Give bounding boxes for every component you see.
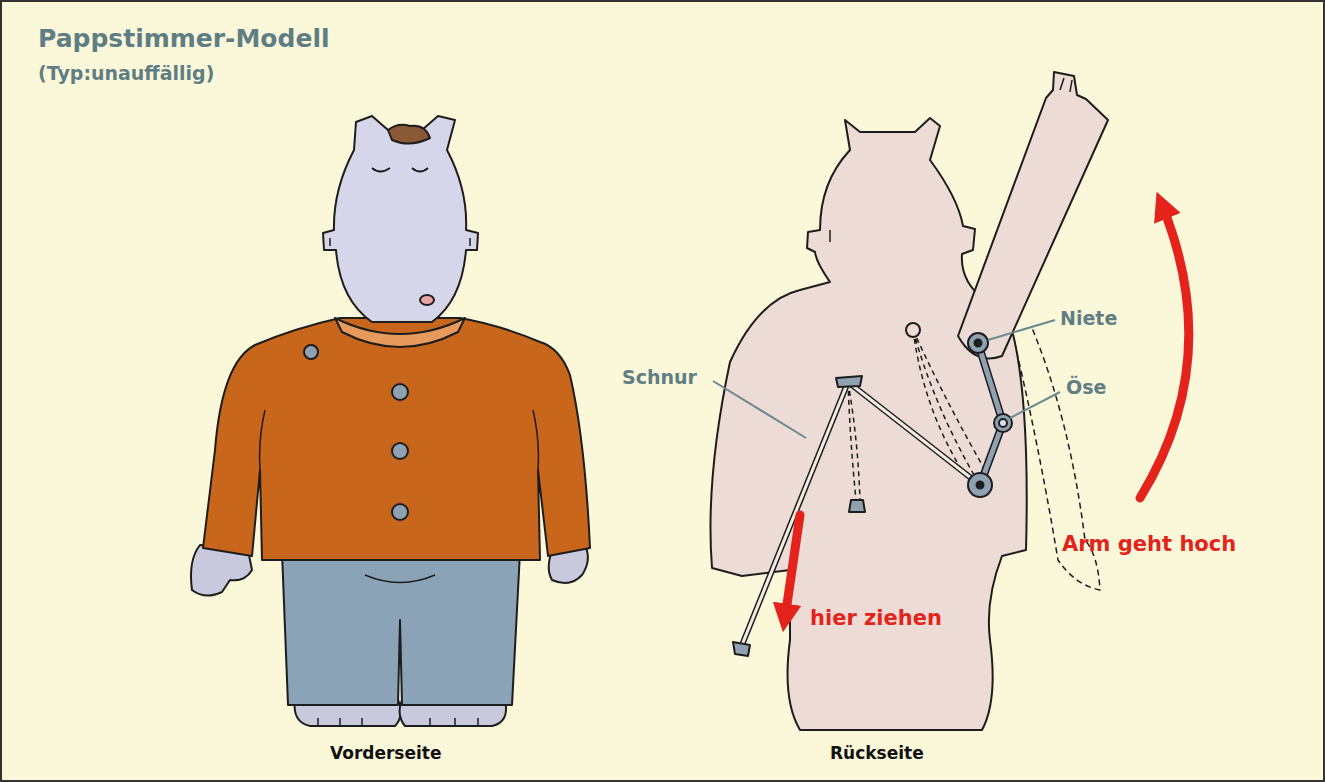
front-figure — [191, 116, 590, 726]
motion-arrows — [785, 205, 1189, 618]
view-label: Vorderseite — [330, 743, 442, 763]
title: Pappstimmer-Modell — [38, 24, 330, 53]
action-label: Arm geht hoch — [1062, 532, 1236, 556]
part-label: Öse — [1066, 376, 1106, 398]
leader-lines — [713, 320, 1060, 438]
part-label: Schnur — [622, 366, 697, 388]
part-label: Niete — [1060, 307, 1117, 329]
back-figure — [710, 72, 1108, 730]
action-label: hier ziehen — [810, 606, 942, 630]
subtitle: (Typ:unauffällig) — [38, 62, 214, 84]
view-label: Rückseite — [830, 743, 924, 763]
